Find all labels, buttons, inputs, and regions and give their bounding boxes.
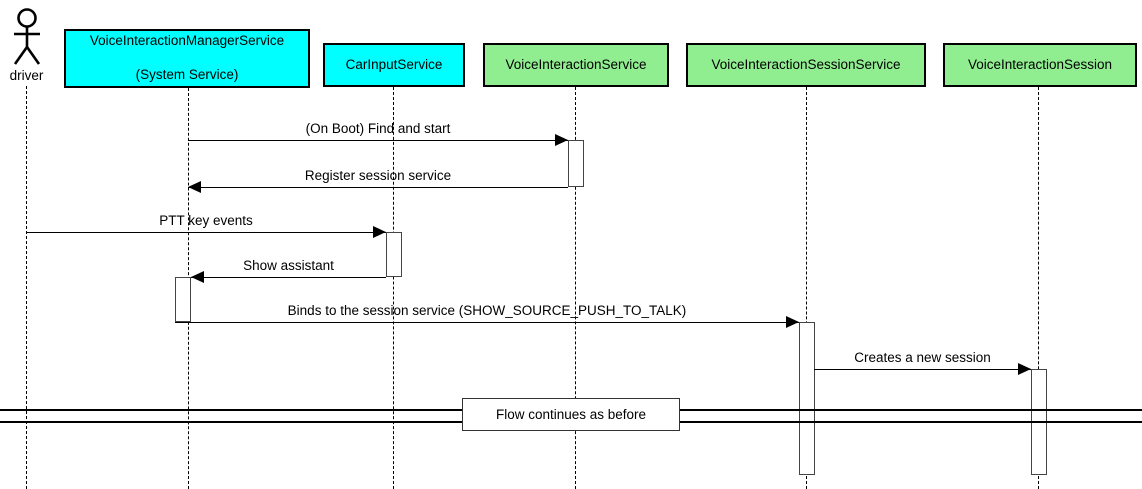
participant-voice-interaction-service[interactable]: VoiceInteractionService (483, 43, 669, 87)
message-label-register-session-service: Register session service (304, 168, 452, 183)
participant-label: VoiceInteractionSessionService (711, 56, 901, 72)
lifeline-car-input-service (393, 87, 394, 489)
actor-driver (8, 8, 46, 68)
arrowhead-on-boot-find-and-start (555, 133, 568, 146)
activation-bar-voice-interaction-session-service (799, 322, 815, 475)
message-label-creates-a-new-session: Creates a new session (854, 350, 991, 365)
message-line-binds-to-session-service (175, 322, 799, 323)
message-line-register-session-service (188, 187, 568, 188)
message-label-binds-to-session-service: Binds to the session service (SHOW_SOURC… (287, 303, 687, 318)
message-label-ptt-key-events: PTT key events (159, 213, 253, 228)
message-line-on-boot-find-and-start (188, 140, 568, 141)
actor-driver-label: driver (9, 68, 44, 83)
message-label-show-assistant: Show assistant (243, 258, 334, 273)
arrowhead-register-session-service (188, 180, 201, 193)
participant-label-line1: VoiceInteractionManagerService (89, 33, 285, 49)
participant-voice-interaction-manager-service[interactable]: VoiceInteractionManagerService (System S… (64, 29, 310, 88)
divider-note-label: Flow continues as before (495, 407, 647, 422)
message-line-creates-a-new-session (814, 369, 1031, 370)
message-line-show-assistant (191, 277, 386, 278)
participant-label: VoiceInteractionSession (967, 56, 1113, 72)
participant-voice-interaction-session[interactable]: VoiceInteractionSession (943, 43, 1137, 87)
participant-car-input-service[interactable]: CarInputService (323, 43, 465, 87)
arrowhead-binds-to-session-service (786, 315, 799, 328)
activation-bar-voice-interaction-manager-service (175, 277, 191, 322)
divider-note-flow-continues: Flow continues as before (462, 398, 680, 431)
activation-bar-voice-interaction-service (568, 140, 584, 187)
lifeline-driver (26, 86, 27, 489)
participant-label: VoiceInteractionService (505, 56, 647, 72)
message-line-ptt-key-events (26, 232, 386, 233)
lifeline-voice-interaction-session-service (806, 87, 807, 489)
stick-figure-icon (13, 8, 41, 65)
arrowhead-show-assistant (191, 270, 204, 283)
participant-label: CarInputService (345, 56, 443, 72)
arrowhead-ptt-key-events (373, 225, 386, 238)
message-label-on-boot-find-and-start: (On Boot) Find and start (305, 121, 451, 136)
arrowhead-creates-a-new-session (1018, 362, 1031, 375)
activation-bar-car-input-service (386, 232, 402, 277)
participant-label-line2: (System Service) (135, 66, 239, 82)
participant-voice-interaction-session-service[interactable]: VoiceInteractionSessionService (686, 43, 926, 87)
lifeline-voice-interaction-session (1038, 87, 1039, 489)
lifeline-voice-interaction-service (575, 87, 576, 489)
